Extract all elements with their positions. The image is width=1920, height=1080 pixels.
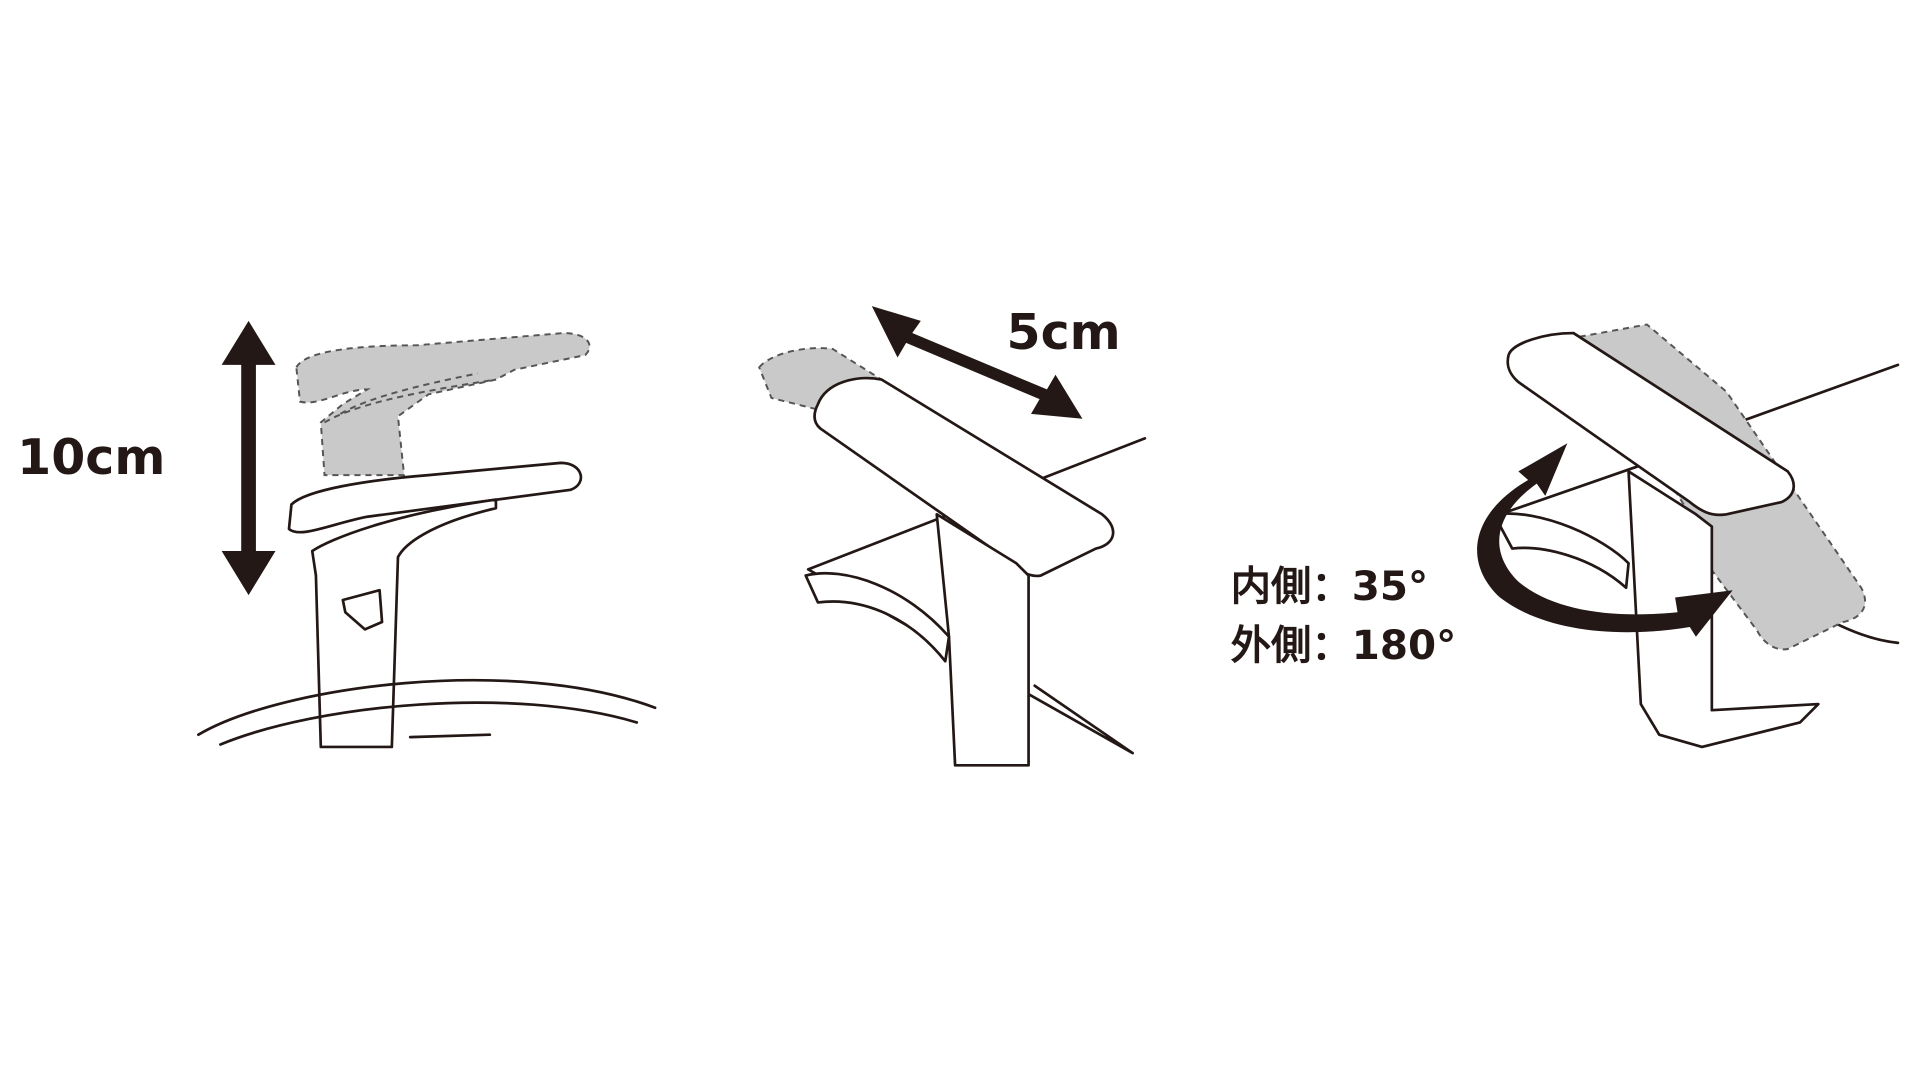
depth-range-label: 5cm (1007, 304, 1121, 361)
outer-rotation-label: 外側：180° (1231, 621, 1457, 669)
armrest-pad (287, 461, 583, 534)
height-range-label: 10cm (17, 429, 165, 486)
release-button (341, 588, 384, 631)
armrest-stem (1627, 470, 1820, 749)
inner-rotation-label: 内側：35° (1231, 562, 1429, 610)
panel-height-adjustment: 10cm (17, 320, 657, 749)
rotation-arrow-icon (1477, 443, 1733, 637)
panel-rotation-adjustment: 内側：35° 外側：180° (1231, 323, 1900, 749)
seat-outline (197, 678, 657, 746)
armrest-pad (813, 376, 1115, 578)
armrest-stem (310, 498, 498, 749)
vertical-arrow-icon (221, 320, 276, 596)
armrest-ghost-raised (295, 332, 591, 477)
armrest-pad (1506, 331, 1796, 517)
horizontal-arrow-icon (871, 306, 1083, 419)
panel-depth-adjustment: 5cm (758, 304, 1147, 767)
